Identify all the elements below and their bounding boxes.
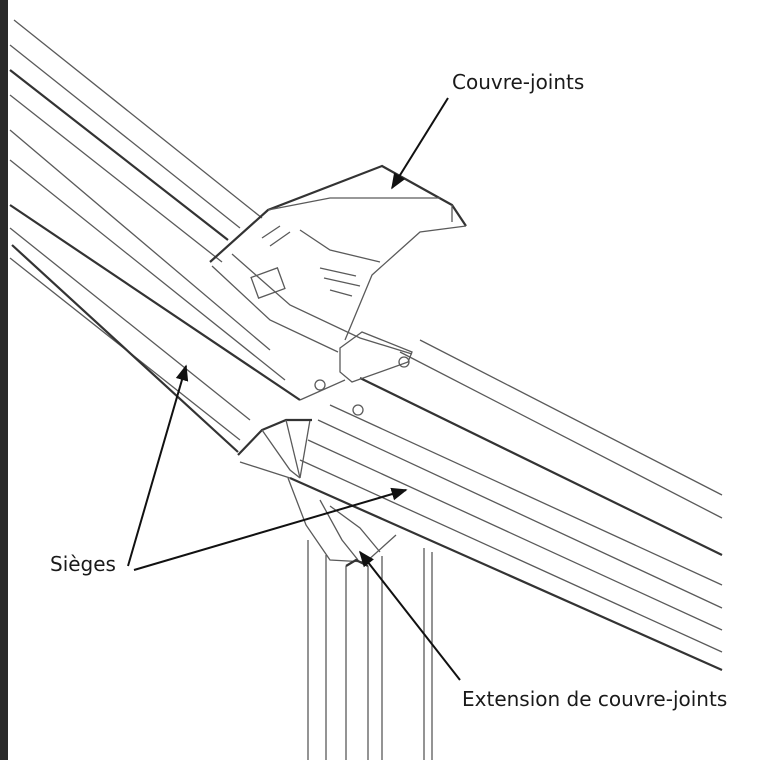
leader-arrow-couvre-joints <box>391 97 449 190</box>
center-joint <box>237 379 346 479</box>
label-extension-couvre-joints: Extension de couvre-joints <box>462 687 728 711</box>
leader-arrow-siege-left <box>127 364 189 567</box>
label-couvre-joints: Couvre-joints <box>452 70 585 94</box>
vertical-post <box>307 540 433 760</box>
leader-arrow-extension <box>359 550 461 681</box>
joint-cover <box>209 164 467 416</box>
leader-arrow-siege-right <box>133 487 408 571</box>
cover-extension <box>287 477 397 567</box>
right-beam <box>289 339 723 672</box>
left-edge-bar <box>0 0 8 760</box>
label-sieges: Sièges <box>50 552 116 576</box>
left-beam <box>9 19 301 453</box>
